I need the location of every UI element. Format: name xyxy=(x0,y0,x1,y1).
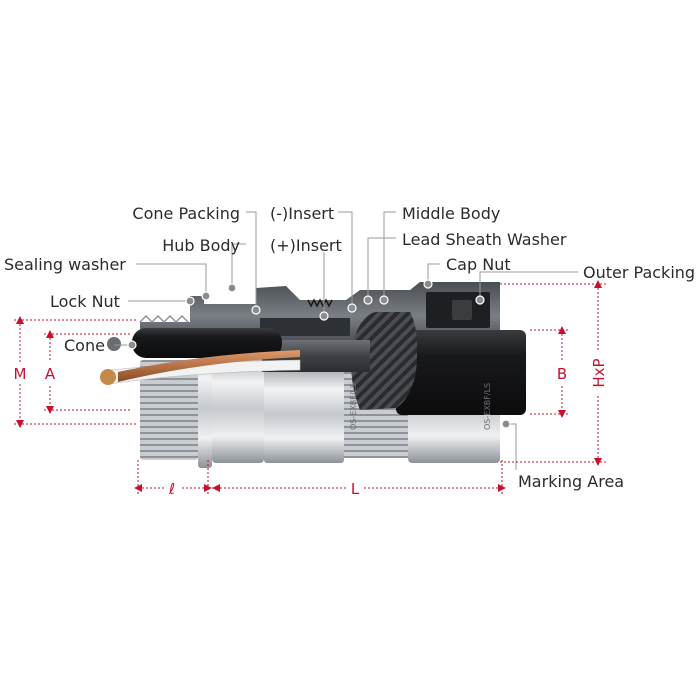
label-minus-insert: (-)Insert xyxy=(270,204,334,223)
dim-label-hxp: HxP xyxy=(590,358,608,387)
cable xyxy=(100,311,526,415)
dim-label-m: M xyxy=(14,365,27,383)
label-middle-body: Middle Body xyxy=(402,204,500,223)
cable-outer-sheath xyxy=(396,330,526,415)
core-copper xyxy=(118,350,300,382)
entry-thread xyxy=(140,360,198,460)
conductor-tip xyxy=(100,369,116,385)
label-lock-nut: Lock Nut xyxy=(50,292,120,311)
inner-recess xyxy=(260,318,350,336)
dim-label-a: A xyxy=(45,365,56,383)
dim-label-b: B xyxy=(557,365,567,383)
marking-text-2: OS-EXBF/LS xyxy=(483,383,492,430)
insert-spring xyxy=(307,298,333,308)
label-cone-packing: Cone Packing xyxy=(132,204,240,223)
label-marking-area: Marking Area xyxy=(518,472,624,491)
cutaway-thread xyxy=(139,315,189,323)
hub-body xyxy=(212,355,264,463)
cable-armour-braid xyxy=(351,311,418,410)
cable-core-wrap xyxy=(132,328,282,358)
label-cone: Cone xyxy=(64,336,105,355)
dim-label-l-small: ℓ xyxy=(168,480,175,498)
dim-label-l-large: L xyxy=(351,480,360,498)
label-cap-nut: Cap Nut xyxy=(446,255,511,274)
label-hub-body: Hub Body xyxy=(162,236,240,255)
label-plus-insert: (+)Insert xyxy=(270,236,342,255)
middle-body xyxy=(264,365,344,463)
marking-text-1: OS-EXBF/LS xyxy=(349,383,358,430)
leader-lines xyxy=(114,211,578,470)
lock-nut xyxy=(198,348,212,468)
dimension-labels: M A B HxP ℓ L xyxy=(12,350,608,498)
label-lead-sheath-washer: Lead Sheath Washer xyxy=(402,230,567,249)
label-sealing-washer: Sealing washer xyxy=(4,255,126,274)
labels: Cone Packing Hub Body Sealing washer Loc… xyxy=(4,204,695,491)
label-outer-packing: Outer Packing xyxy=(583,263,695,282)
